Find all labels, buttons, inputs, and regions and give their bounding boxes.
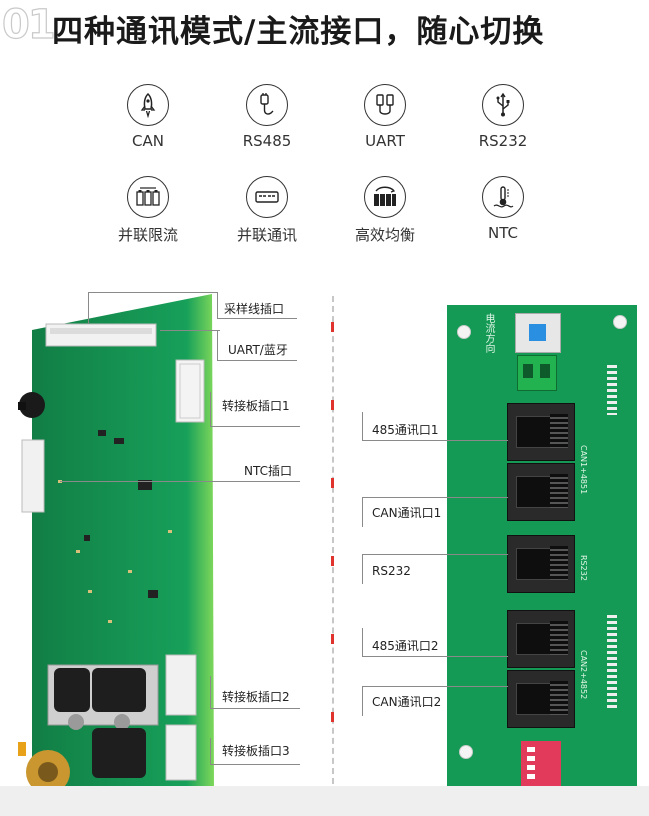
mode-label: RS232 bbox=[478, 132, 528, 150]
leader-line bbox=[362, 497, 363, 527]
mode-parallel-current-limit: 并联限流 bbox=[98, 176, 198, 245]
mount-hole bbox=[457, 325, 471, 339]
rj45-port-485-2 bbox=[507, 610, 575, 668]
mode-efficient-balancing: 高效均衡 bbox=[335, 176, 435, 245]
leader-line bbox=[210, 738, 211, 764]
divider-accent bbox=[331, 712, 334, 722]
mode-rs232: RS232 bbox=[453, 84, 553, 150]
uart-connector-icon bbox=[364, 84, 406, 126]
switch-housing bbox=[515, 313, 561, 353]
rocket-icon bbox=[127, 84, 169, 126]
leader-line bbox=[217, 292, 218, 318]
label-485-port-1: 485通讯口1 bbox=[372, 421, 439, 438]
dip-switch bbox=[521, 741, 561, 787]
mode-rs485: RS485 bbox=[217, 84, 317, 150]
rs485-cable-icon bbox=[246, 84, 288, 126]
mode-label: 并联通讯 bbox=[236, 226, 297, 244]
section-number: 01 bbox=[1, 1, 56, 48]
divider-accent bbox=[331, 556, 334, 566]
label-ntc-connector: NTC插口 bbox=[244, 462, 292, 479]
leader-line bbox=[362, 412, 363, 440]
mode-ntc: NTC bbox=[453, 176, 553, 242]
label-can-port-2: CAN通讯口2 bbox=[372, 693, 442, 710]
leader-line bbox=[217, 360, 297, 361]
divider-accent bbox=[331, 634, 334, 644]
header-pins bbox=[607, 615, 617, 710]
mount-hole bbox=[613, 315, 627, 329]
silk-can1: CAN1+4851 bbox=[579, 445, 588, 495]
mode-parallel-communication: 并联通讯 bbox=[217, 176, 317, 245]
mode-label: 并联限流 bbox=[117, 226, 178, 244]
rj45-port-can-1 bbox=[507, 463, 575, 521]
leader-line bbox=[362, 497, 508, 498]
bottom-band bbox=[0, 786, 649, 816]
rj45-port-rs232 bbox=[507, 535, 575, 593]
leader-line bbox=[210, 708, 300, 709]
rj45-port-485-1 bbox=[507, 403, 575, 461]
leader-line bbox=[217, 318, 297, 319]
mode-uart: UART bbox=[335, 84, 435, 150]
leader-line bbox=[210, 392, 211, 426]
right-pcb-board: 电流方向 CAN1+4851 RS232 CAN2+4852 bbox=[447, 305, 637, 790]
center-divider bbox=[332, 296, 334, 784]
label-uart-bluetooth: UART/蓝牙 bbox=[228, 341, 288, 358]
mode-label: UART bbox=[365, 132, 405, 150]
label-adapter-port-2: 转接板插口2 bbox=[222, 688, 290, 705]
divider-accent bbox=[331, 478, 334, 488]
leader-line bbox=[362, 686, 508, 687]
label-can-port-1: CAN通讯口1 bbox=[372, 504, 442, 521]
leader-line bbox=[160, 330, 220, 331]
label-sampling-connector: 采样线插口 bbox=[224, 300, 285, 317]
thermometer-icon bbox=[482, 176, 524, 218]
divider-accent bbox=[331, 400, 334, 410]
label-rs232-port: RS232 bbox=[372, 564, 411, 578]
leader-line bbox=[362, 440, 508, 441]
mode-label: RS485 bbox=[242, 132, 292, 150]
divider-accent bbox=[331, 322, 334, 332]
network-port-icon bbox=[246, 176, 288, 218]
switch-button bbox=[529, 324, 546, 341]
mode-label: 高效均衡 bbox=[354, 226, 415, 244]
label-485-port-2: 485通讯口2 bbox=[372, 637, 439, 654]
leader-line bbox=[217, 330, 218, 360]
silk-can2: CAN2+4852 bbox=[579, 650, 588, 700]
leader-line bbox=[210, 764, 300, 765]
mode-label: NTC bbox=[488, 224, 518, 242]
label-adapter-port-3: 转接板插口3 bbox=[222, 742, 290, 759]
header-pins bbox=[607, 365, 617, 415]
left-pcb-image bbox=[18, 294, 214, 790]
leader-line bbox=[60, 481, 300, 482]
rj45-port-can-2 bbox=[507, 670, 575, 728]
leader-line bbox=[362, 628, 363, 656]
left-pcb-board bbox=[18, 290, 220, 790]
battery-pack-icon bbox=[127, 176, 169, 218]
leader-line bbox=[362, 554, 363, 584]
leader-line bbox=[362, 656, 508, 657]
mode-can: CAN bbox=[98, 84, 198, 150]
leader-line bbox=[210, 676, 211, 708]
power-terminal bbox=[517, 355, 557, 391]
label-adapter-port-1: 转接板插口1 bbox=[222, 397, 290, 414]
page-title: 四种通讯模式/主流接口，随心切换 bbox=[52, 14, 545, 50]
silk-rs232: RS232 bbox=[579, 555, 588, 581]
usb-trident-icon bbox=[482, 84, 524, 126]
leader-line bbox=[362, 554, 508, 555]
leader-line bbox=[362, 686, 363, 716]
mount-hole bbox=[459, 745, 473, 759]
page-header: 01 四种通讯模式/主流接口，随心切换 bbox=[0, 0, 649, 55]
leader-line bbox=[88, 292, 218, 293]
balance-battery-icon bbox=[364, 176, 406, 218]
leader-line bbox=[88, 292, 89, 324]
silk-current-direction: 电流方向 bbox=[483, 313, 494, 353]
leader-line bbox=[210, 426, 300, 427]
mode-label: CAN bbox=[132, 132, 164, 150]
